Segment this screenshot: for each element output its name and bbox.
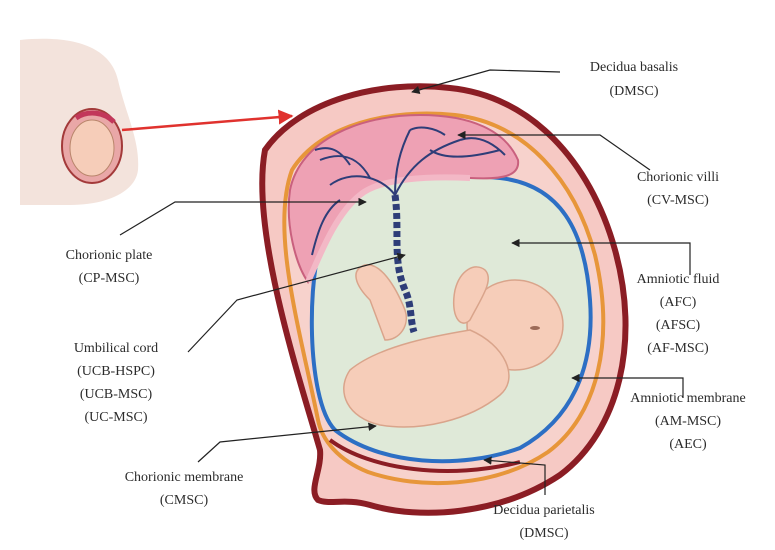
label-umbilical-cord-cell-2: (UCB-MSC) [80, 387, 153, 402]
fetus-arms [453, 266, 490, 324]
villi-vessels [311, 126, 506, 256]
small-placenta [74, 110, 116, 124]
label-decidua-parietalis-cells: (DMSC) [519, 526, 568, 541]
label-chorionic-villi-cells: (CV-MSC) [647, 193, 709, 208]
decidua-parietalis-layer [328, 438, 521, 473]
label-amniotic-fluid: Amniotic fluid (AFC) (AFSC) (AF-MSC) [637, 272, 720, 356]
label-decidua-basalis-cells: (DMSC) [609, 84, 658, 99]
leader-chorionic-plate [119, 197, 367, 236]
label-chorionic-plate: Chorionic plate (CP-MSC) [66, 248, 153, 286]
label-umbilical-cord: Umbilical cord (UCB-HSPC) (UCB-MSC) (UC-… [74, 341, 158, 425]
label-chorionic-membrane: Chorionic membrane (CMSC) [125, 470, 244, 508]
leader-amniotic-membrane [571, 373, 684, 398]
label-amniotic-membrane-name: Amniotic membrane [630, 391, 745, 406]
label-chorionic-membrane-cells: (CMSC) [160, 493, 209, 508]
label-decidua-parietalis-name: Decidua parietalis [493, 503, 594, 518]
leader-amniotic-fluid [511, 238, 691, 275]
fetus-legs [355, 264, 407, 341]
fetus [343, 264, 564, 428]
label-decidua-basalis: Decidua basalis (DMSC) [590, 60, 678, 99]
label-decidua-basalis-name: Decidua basalis [590, 60, 678, 75]
leader-decidua-parietalis [483, 456, 546, 495]
leader-decidua-basalis [411, 69, 561, 94]
label-amniotic-fluid-cell-1: (AFC) [660, 295, 697, 310]
placenta [287, 113, 520, 285]
label-amniotic-membrane-cell-1: (AM-MSC) [655, 414, 721, 429]
leader-chorionic-villi [457, 130, 651, 171]
zoom-arrow [121, 109, 294, 132]
fetus-body [343, 329, 510, 428]
label-umbilical-cord-cell-1: (UCB-HSPC) [77, 364, 155, 379]
fetus-eye [530, 326, 540, 330]
chorionic-plate-layer [305, 174, 471, 284]
label-amniotic-membrane: Amniotic membrane (AM-MSC) (AEC) [630, 391, 745, 452]
pregnant-woman-figure [20, 38, 139, 206]
label-chorionic-plate-name: Chorionic plate [66, 248, 153, 263]
umbilical-cord [391, 194, 418, 334]
label-chorionic-plate-cells: (CP-MSC) [79, 271, 140, 286]
label-chorionic-membrane-name: Chorionic membrane [125, 470, 244, 485]
label-chorionic-villi-name: Chorionic villi [637, 170, 719, 185]
label-umbilical-cord-name: Umbilical cord [74, 341, 158, 356]
label-amniotic-fluid-cell-2: (AFSC) [656, 318, 701, 333]
label-amniotic-membrane-cell-2: (AEC) [669, 437, 707, 452]
leader-umbilical-cord [187, 252, 406, 353]
leader-chorionic-membrane [197, 422, 377, 463]
label-amniotic-fluid-cell-3: (AF-MSC) [647, 341, 709, 356]
label-umbilical-cord-cell-3: (UC-MSC) [84, 410, 147, 425]
label-chorionic-villi: Chorionic villi (CV-MSC) [637, 170, 719, 208]
small-fetus [69, 119, 115, 177]
label-amniotic-fluid-name: Amniotic fluid [637, 272, 720, 287]
label-decidua-parietalis: Decidua parietalis (DMSC) [493, 503, 594, 541]
leader-lines [119, 69, 691, 495]
